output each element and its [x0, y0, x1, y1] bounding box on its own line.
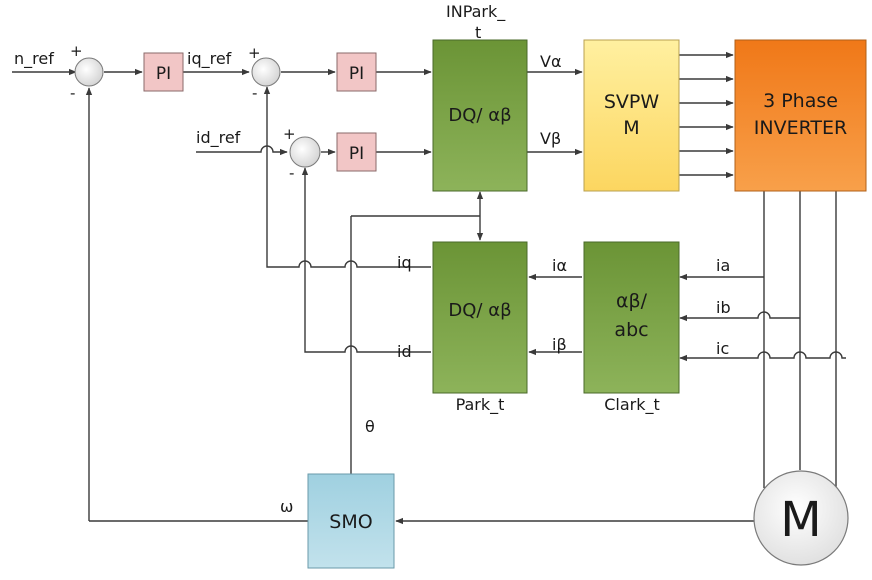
inverse-park-title-line1: INPark_ — [446, 2, 506, 22]
sign-minus-iq: - — [252, 84, 257, 102]
summing-junction-id — [289, 136, 321, 168]
summing-junction-iq — [251, 57, 281, 87]
theta-label: θ — [365, 417, 375, 436]
n-ref-label: n_ref — [14, 49, 54, 69]
park-label: DQ/ αβ — [448, 300, 511, 321]
inverter-label-line2: INVERTER — [754, 117, 847, 139]
pi-block-iq-label: PI — [349, 64, 364, 84]
svpwm-label-line1: SVPW — [604, 91, 660, 113]
summing-junction-speed — [74, 57, 104, 87]
inverse-park-block: DQ/ αβ — [432, 39, 528, 192]
sign-minus-speed: - — [70, 84, 75, 102]
park-caption: Park_t — [456, 395, 505, 415]
svpwm-block: SVPW M — [583, 39, 680, 192]
i-alpha-label: iα — [552, 256, 567, 275]
pi-block-id: PI — [336, 132, 377, 172]
smo-block: SMO — [307, 473, 395, 569]
sign-plus-id: + — [283, 125, 296, 143]
motor-label: M — [780, 492, 821, 548]
iq-ref-label: iq_ref — [187, 49, 232, 69]
sign-plus-speed: + — [70, 42, 83, 60]
inverter-label-line1: 3 Phase — [763, 90, 838, 112]
pi-block-id-label: PI — [349, 144, 364, 164]
smo-label: SMO — [329, 511, 372, 533]
inverse-park-title-line2: t — [475, 23, 481, 42]
inverse-park-label: DQ/ αβ — [448, 105, 511, 126]
v-alpha-label: Vα — [540, 52, 562, 71]
pi-block-iq: PI — [336, 52, 377, 92]
ib-label: ib — [716, 298, 731, 317]
pi-block-speed-label: PI — [156, 64, 171, 84]
id-ref-label: id_ref — [196, 128, 241, 148]
clark-label-line1: αβ/ — [616, 290, 648, 312]
clark-label-line2: abc — [614, 319, 648, 341]
sign-plus-iq: + — [248, 44, 261, 62]
i-beta-label: iβ — [552, 335, 567, 354]
svpwm-label-line2: M — [623, 117, 639, 139]
clark-caption: Clark_t — [604, 395, 660, 415]
ia-label: ia — [716, 256, 730, 275]
sign-minus-id: - — [289, 164, 294, 182]
ic-label: ic — [716, 339, 729, 358]
omega-label: ω — [280, 497, 293, 516]
motor-symbol: M — [753, 470, 849, 566]
iq-feedback-label: iq — [397, 253, 412, 272]
inverter-block: 3 Phase INVERTER — [734, 39, 867, 192]
clark-block: αβ/ abc — [583, 241, 680, 394]
park-block: DQ/ αβ — [432, 241, 528, 394]
wires — [12, 51, 846, 525]
v-beta-label: Vβ — [540, 129, 561, 148]
id-feedback-label: id — [397, 342, 412, 361]
pi-block-speed: PI — [143, 52, 184, 92]
